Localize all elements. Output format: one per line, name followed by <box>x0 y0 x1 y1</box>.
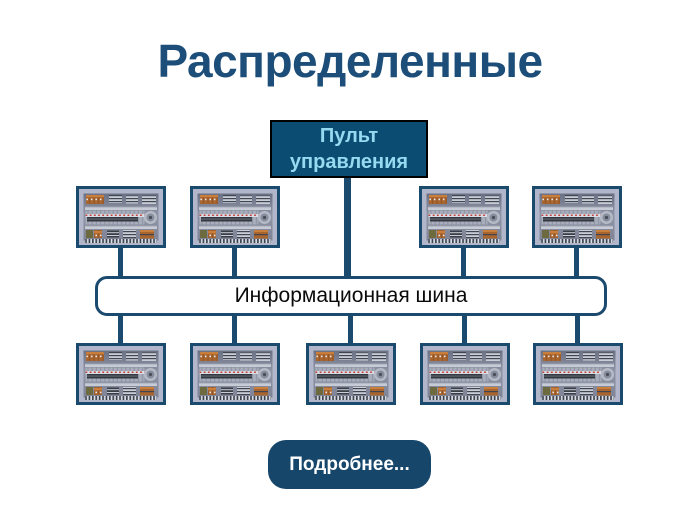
connector-line-center <box>344 176 351 278</box>
connector-line <box>461 246 466 278</box>
control-cabinet-image <box>190 343 280 405</box>
control-panel-node: Пульт управления <box>270 120 428 178</box>
details-button[interactable]: Подробнее... <box>268 440 431 489</box>
control-cabinet-image <box>419 186 509 248</box>
connector-line <box>118 314 123 345</box>
control-cabinet-image <box>533 343 623 405</box>
control-cabinet-image <box>532 186 622 248</box>
connector-line <box>232 246 237 278</box>
slide-title: Распределенные <box>157 35 543 87</box>
control-cabinet-image <box>76 186 166 248</box>
control-cabinet-image <box>306 343 396 405</box>
connector-line <box>232 314 237 345</box>
information-bus: Информационная шина <box>95 276 607 316</box>
control-panel-node-line1: Пульт <box>319 125 379 147</box>
information-bus-label: Информационная шина <box>234 284 468 307</box>
control-cabinet-image <box>190 186 280 248</box>
connector-line <box>348 314 353 345</box>
connector-line <box>462 314 467 345</box>
control-cabinet-image <box>420 343 510 405</box>
control-panel-node-line2: управления <box>289 151 409 173</box>
connector-line <box>575 314 580 345</box>
connector-line <box>574 246 579 278</box>
connector-line <box>118 246 123 278</box>
control-cabinet-image <box>76 343 166 405</box>
